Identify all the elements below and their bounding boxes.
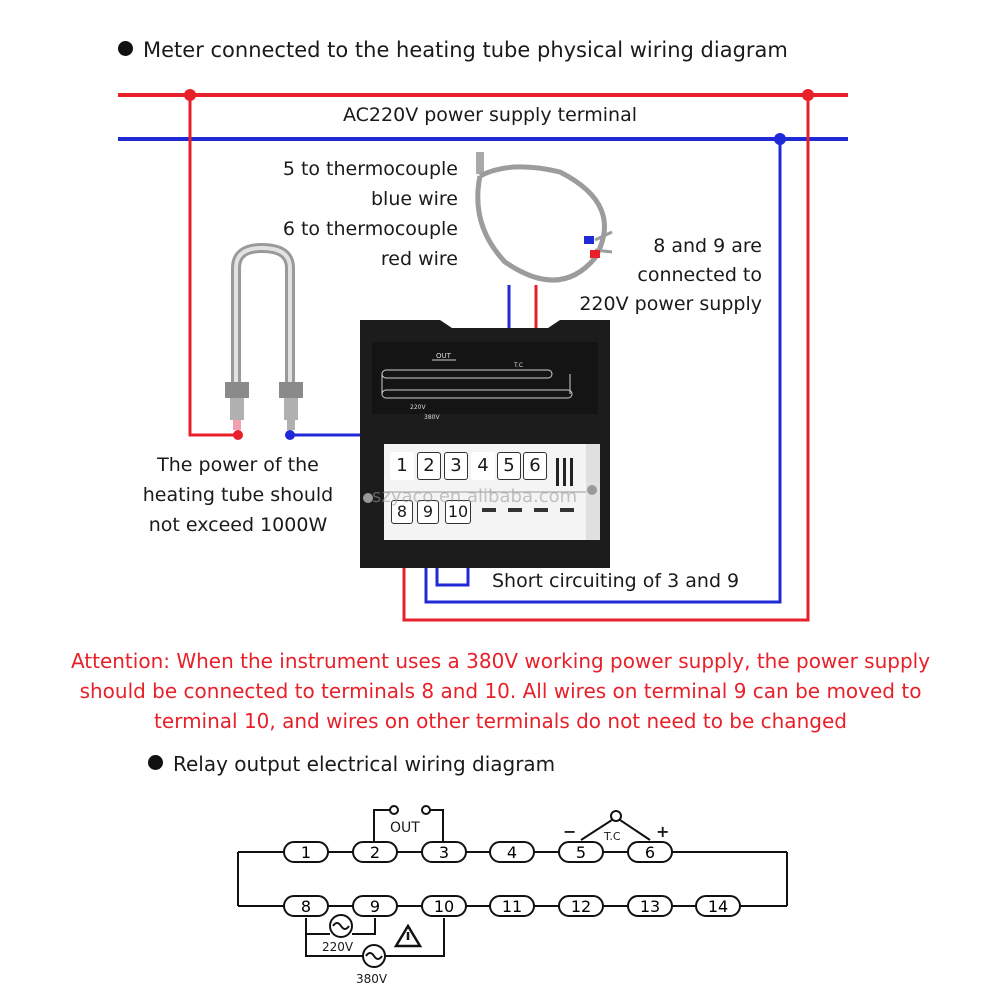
relay-tc-label: T.C: [604, 830, 621, 843]
thermocouple-note-line: blue wire: [370, 188, 458, 210]
relay-terminal-13: 13: [627, 895, 673, 917]
relay-terminal-label: 5: [576, 843, 586, 862]
relay-terminal-3: 3: [421, 841, 467, 863]
heater-note: The power of the heating tube should not…: [118, 450, 358, 540]
thermocouple-note-line: 5 to thermocouple: [282, 158, 458, 180]
relay-terminal-label: 1: [301, 843, 311, 862]
section2-heading: Relay output electrical wiring diagram: [148, 752, 555, 776]
relay-380v-label: 380V: [356, 972, 388, 986]
relay-terminal-14: 14: [695, 895, 741, 917]
meter-out-label: OUT: [436, 352, 451, 360]
meter-face-schematic: [381, 359, 573, 399]
meter-tc-label: T.C: [514, 362, 524, 369]
relay-220v-label: 220V: [322, 940, 354, 954]
meter-220v-label: 220V: [410, 404, 426, 411]
relay-terminal-label: 13: [640, 897, 660, 916]
section1-heading: Meter connected to the heating tube phys…: [118, 38, 788, 62]
relay-terminal-12: 12: [558, 895, 604, 917]
heater-note-line: heating tube should: [142, 484, 334, 506]
power-note-line: connected to: [637, 264, 762, 286]
relay-terminal-label: 10: [434, 897, 454, 916]
relay-bottom-row: 8 9 10 11 12 13 14: [283, 895, 741, 917]
red-wire-terminal8: [402, 95, 810, 622]
relay-terminal-9: 9: [352, 895, 398, 917]
relay-terminal-6: 6: [627, 841, 673, 863]
attention-line: Attention: When the instrument uses a 38…: [70, 649, 931, 673]
short-note: Short circuiting of 3 and 9: [492, 570, 740, 592]
relay-minus-label: −: [563, 822, 577, 841]
section1-heading-text: Meter connected to the heating tube phys…: [143, 38, 788, 62]
attention-note: Attention: When the instrument uses a 38…: [0, 646, 1001, 736]
relay-terminal-1: 1: [283, 841, 329, 863]
thermocouple-icon: [475, 152, 613, 283]
relay-terminal-label: 11: [502, 897, 522, 916]
terminal-9: 9: [417, 500, 439, 524]
supply-label: AC220V power supply terminal: [343, 104, 637, 126]
terminal-4: 4: [471, 452, 495, 480]
bullet-icon: [118, 41, 133, 56]
watermark: szyaco.en.alibaba.com: [372, 486, 578, 507]
thermocouple-note-line: 6 to thermocouple: [282, 218, 458, 240]
terminal-3: 3: [444, 452, 468, 480]
red-wire-heater: [188, 95, 238, 437]
meter-380v-label: 380V: [424, 414, 440, 421]
heater-note-line: The power of the: [157, 454, 319, 476]
relay-terminal-10: 10: [421, 895, 467, 917]
heating-tube-icon: [225, 242, 303, 430]
relay-plus-label: +: [656, 822, 670, 841]
relay-terminal-label: 2: [370, 843, 380, 862]
thermocouple-note: 5 to thermocouple blue wire 6 to thermoc…: [230, 154, 458, 274]
relay-terminal-label: 12: [571, 897, 591, 916]
thermocouple-note-line: red wire: [380, 248, 458, 270]
junction-dot: [285, 430, 295, 440]
relay-links: [328, 851, 787, 907]
attention-line: should be connected to terminals 8 and 1…: [79, 679, 922, 703]
terminal-6: 6: [523, 452, 547, 480]
relay-terminal-label: 3: [439, 843, 449, 862]
relay-terminal-label: 6: [645, 843, 655, 862]
power-note-line: 8 and 9 are: [653, 235, 762, 257]
attention-line: terminal 10, and wires on other terminal…: [154, 709, 847, 733]
relay-terminal-4: 4: [489, 841, 535, 863]
relay-terminal-8: 8: [283, 895, 329, 917]
heater-note-line: not exceed 1000W: [148, 514, 328, 536]
relay-terminal-label: 9: [370, 897, 380, 916]
terminal-8: 8: [391, 500, 413, 524]
relay-out-label: OUT: [390, 820, 420, 836]
bullet-icon: [148, 755, 163, 770]
power-note: 8 and 9 are connected to 220V power supp…: [540, 232, 762, 319]
relay-terminal-label: 4: [507, 843, 517, 862]
warning-icon: [393, 923, 423, 948]
terminal-1: 1: [390, 452, 414, 480]
power-note-line: 220V power supply: [579, 293, 762, 315]
relay-terminal-2: 2: [352, 841, 398, 863]
terminal-2: 2: [417, 452, 441, 480]
terminal-10: 10: [445, 500, 471, 524]
relay-terminal-label: 14: [708, 897, 728, 916]
junction-dot: [233, 430, 243, 440]
relay-terminal-label: 8: [301, 897, 311, 916]
relay-terminal-11: 11: [489, 895, 535, 917]
terminal-5: 5: [497, 452, 521, 480]
section2-heading-text: Relay output electrical wiring diagram: [173, 752, 556, 776]
relay-terminal-5: 5: [558, 841, 604, 863]
